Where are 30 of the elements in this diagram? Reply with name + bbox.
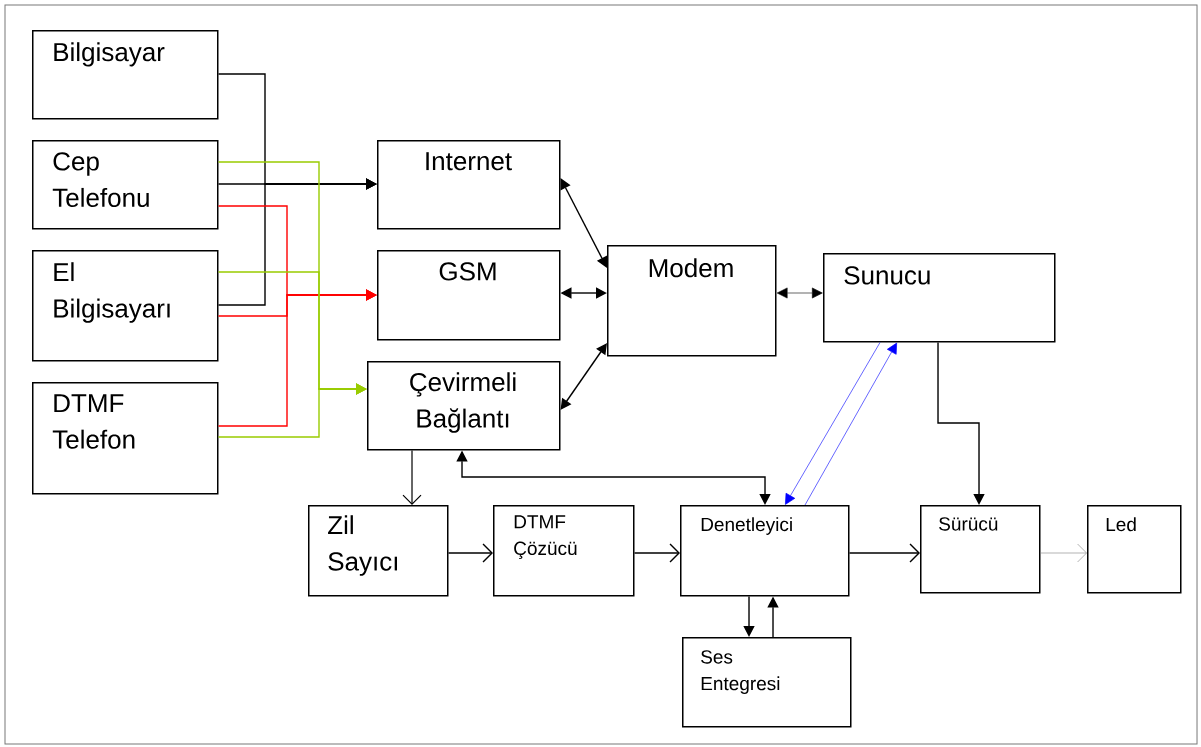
arrow [560,178,607,268]
process-box: Led [1087,505,1182,594]
arrow [848,543,920,563]
process-box: El Bilgisayarı [32,250,219,362]
process-box: Çevirmeli Bağlantı [367,361,561,451]
process-box: Cep Telefonu [32,140,219,230]
process-box: Zil Sayıcı [308,505,449,597]
arrow [937,341,985,505]
arrow [743,595,755,637]
arrow [785,342,881,505]
arrow [402,449,422,505]
arrow [804,342,897,506]
process-box: GSM [377,250,561,341]
process-box: Ses Entegresi [682,637,852,728]
arrow [217,289,377,427]
process-box: Bilgisayar [32,30,219,120]
arrow [633,543,680,563]
process-box: Denetleyici [680,505,850,597]
process-box: Sürücü [920,505,1041,594]
arrow [217,383,367,438]
arrow [1040,543,1087,563]
process-box: DTMF Çözücü [493,505,635,597]
process-box: Sunucu [823,253,1056,343]
arrow [560,343,607,410]
process-box: Internet [377,140,561,230]
arrow [217,178,377,306]
process-box: DTMF Telefon [32,382,219,495]
arrow [447,543,493,563]
process-box: Modem [607,245,777,357]
arrow [776,287,823,299]
